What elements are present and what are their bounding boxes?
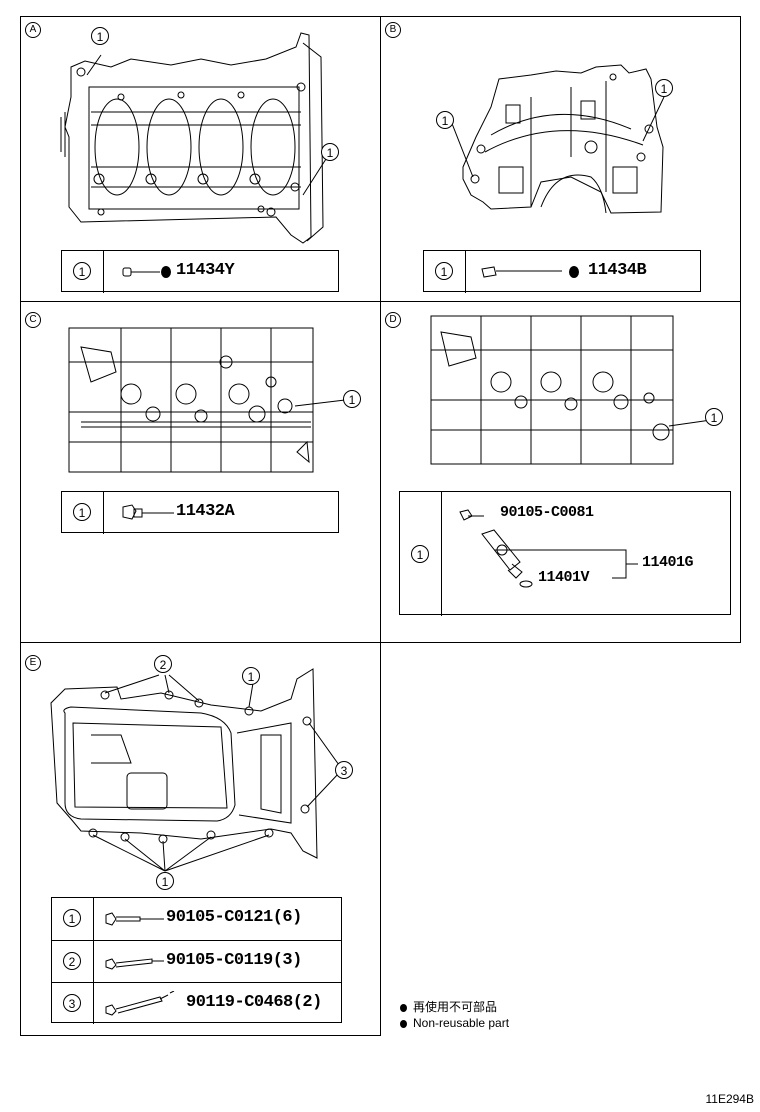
part-number: 90105-C0119(3) [166, 951, 302, 970]
non-reusable-legend-ja: 再使用不可部品 [400, 998, 497, 1015]
panel-a-legend: 1 11434Y [61, 250, 339, 293]
cylinder-block-front-drawing [450, 64, 665, 214]
callout-1-right: 1 [321, 143, 339, 161]
legend-row: 1 11434Y [62, 251, 338, 293]
bolt-icon [105, 912, 164, 926]
cylinder-block-side-drawing-d [430, 315, 712, 465]
panel-letter-a: A [25, 22, 41, 38]
panel-letter-b: B [385, 22, 401, 38]
callout-1: 1 [343, 390, 361, 408]
callout-1: 1 [705, 408, 723, 426]
legend-index: 1 [435, 262, 453, 280]
callout-1-bottom: 1 [156, 872, 174, 890]
panel-letter-d: D [385, 312, 401, 328]
legend-row: 2 90105-C0119(3) [52, 940, 341, 982]
non-reusable-label-en: Non-reusable part [413, 1016, 510, 1030]
part-number: 11434B [588, 261, 647, 280]
legend-row: 1 90105-C0081 11401V 11 [400, 492, 730, 616]
part-number: 90105-C0121(6) [166, 908, 302, 927]
callout-1-right: 1 [655, 79, 673, 97]
oil-pan-drawing [50, 668, 340, 872]
legend-index-cell: 1 [62, 492, 104, 534]
part-number: 11434Y [176, 261, 235, 280]
panel-c-legend: 1 11432A [61, 491, 339, 534]
sensor-part-number: 11401V [538, 569, 590, 586]
legend-index: 1 [411, 545, 429, 563]
panel-c: C 1 1 1143 [20, 301, 381, 643]
part-number: 90119-C0468(2) [186, 993, 322, 1012]
legend-index-cell: 2 [52, 941, 94, 982]
legend-row: 1 11434B [424, 251, 700, 293]
legend-row: 3 90119-C0468(2) [52, 982, 341, 1024]
panel-b: B 1 1 1 [380, 16, 741, 302]
legend-index-cell: 1 [400, 492, 442, 616]
panel-d-legend: 1 90105-C0081 11401V 11 [399, 491, 731, 616]
pin-icon [122, 266, 171, 278]
panel-d: D 1 1 [380, 301, 741, 643]
callout-2: 2 [154, 655, 172, 673]
legend-row: 1 90105-C0121(6) [52, 898, 341, 940]
bolt-part-number: 90105-C0081 [500, 504, 594, 521]
non-reusable-label-ja: 再使用不可部品 [413, 1000, 498, 1014]
bolt-icon [105, 958, 164, 970]
legend-index: 1 [73, 503, 91, 521]
assembly-part-number: 11401G [642, 554, 694, 571]
non-reusable-legend-en: Non-reusable part [400, 1016, 509, 1030]
part-number: 11432A [176, 502, 235, 521]
plug-icon [481, 266, 579, 278]
drain-plug-icon [122, 504, 174, 520]
callout-1-left: 1 [436, 111, 454, 129]
panel-b-legend: 1 11434B [423, 250, 701, 293]
stud-bolt-icon [105, 991, 175, 1016]
legend-index-cell: 1 [424, 251, 466, 293]
panel-letter-c: C [25, 312, 41, 328]
cylinder-block-side-drawing [68, 327, 346, 473]
legend-index: 1 [63, 909, 81, 927]
non-reusable-dot-icon [400, 1019, 407, 1028]
legend-index-cell: 3 [52, 983, 94, 1024]
callout-1-top: 1 [242, 667, 260, 685]
panel-e-legend: 1 90105-C0121(6) 2 90105-C0119(3) 3 [51, 897, 342, 1024]
panel-letter-e: E [25, 655, 41, 671]
legend-index: 2 [63, 952, 81, 970]
callout-1-top: 1 [91, 27, 109, 45]
panel-a: A 1 1 1 [20, 16, 381, 302]
legend-row: 1 11432A [62, 492, 338, 534]
legend-index: 3 [63, 994, 81, 1012]
legend-index: 1 [73, 262, 91, 280]
assembly-bracket [494, 549, 638, 579]
cylinder-block-top-drawing [60, 32, 327, 244]
non-reusable-dot-icon [400, 1003, 407, 1012]
legend-index-cell: 1 [52, 898, 94, 940]
illustration-code: 11E294B [705, 1092, 755, 1106]
legend-index-cell: 1 [62, 251, 104, 293]
panel-e: E 2 1 3 1 1 [20, 642, 381, 1036]
callout-3: 3 [335, 761, 353, 779]
